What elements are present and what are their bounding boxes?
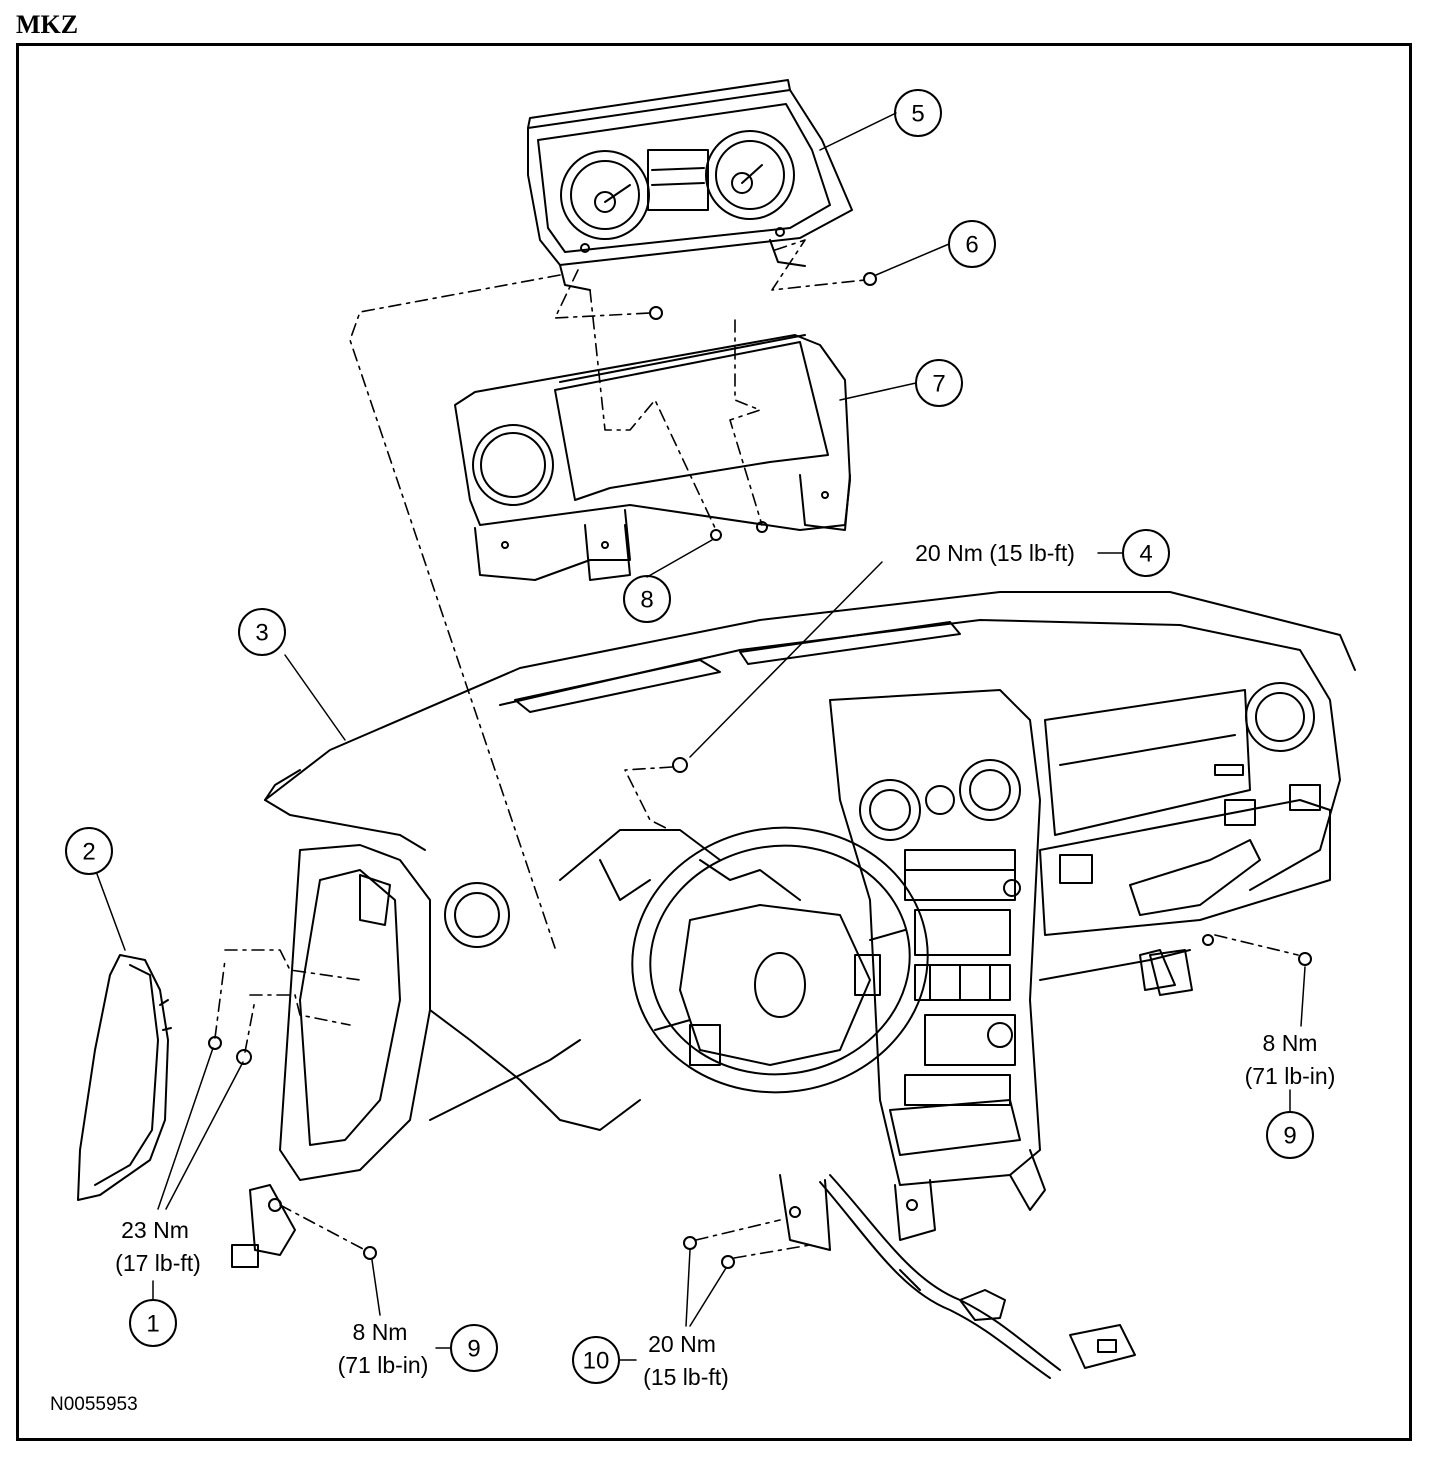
torque-spec-10-metric: 20 Nm bbox=[648, 1331, 716, 1357]
callout-10-number: 10 bbox=[583, 1348, 610, 1375]
torque-spec-10-imperial: (15 lb-ft) bbox=[643, 1364, 729, 1390]
torque-spec-1-imperial: (17 lb-ft) bbox=[115, 1250, 201, 1276]
callout-9-number: 9 bbox=[467, 1336, 480, 1363]
callout-6-number: 6 bbox=[965, 232, 978, 259]
cluster-finish-panel-illustration bbox=[454, 334, 851, 581]
torque-spec-9-metric: 8 Nm bbox=[353, 1319, 408, 1345]
drawing-number: N0055953 bbox=[50, 1394, 138, 1415]
callout-5-number: 5 bbox=[911, 101, 924, 128]
callout-4-number: 4 bbox=[1139, 541, 1152, 568]
steering-wheel-illustration bbox=[631, 826, 929, 1094]
assembly-lines bbox=[214, 239, 1299, 1259]
callout-7-number: 7 bbox=[932, 371, 945, 398]
instrument-cluster-illustration bbox=[527, 79, 853, 291]
callout-circles bbox=[65, 89, 1314, 1384]
torque-spec-4: 20 Nm (15 lb-ft) bbox=[915, 540, 1075, 566]
callout-8-number: 8 bbox=[640, 587, 653, 614]
callout-2-number: 2 bbox=[82, 839, 95, 866]
model-label: MKZ bbox=[16, 10, 79, 39]
leader-lines bbox=[96, 112, 1306, 1361]
callout-1-number: 1 bbox=[146, 1311, 159, 1338]
torque-spec-1-metric: 23 Nm bbox=[121, 1217, 189, 1243]
torque-spec-9-imperial: (71 lb-in) bbox=[338, 1352, 429, 1378]
end-finish-panel-illustration bbox=[77, 954, 172, 1201]
diagram-frame bbox=[16, 43, 1412, 1441]
torque-spec-9-right-imperial: (71 lb-in) bbox=[1245, 1063, 1336, 1089]
fasteners-illustration bbox=[208, 272, 1312, 1269]
wiring-harness-illustration bbox=[819, 1174, 1136, 1379]
torque-spec-9-right-metric: 8 Nm bbox=[1263, 1030, 1318, 1056]
instrument-panel-illustration bbox=[231, 591, 1356, 1268]
callout-3-number: 3 bbox=[255, 620, 268, 647]
callout-9-right-number: 9 bbox=[1283, 1123, 1296, 1150]
